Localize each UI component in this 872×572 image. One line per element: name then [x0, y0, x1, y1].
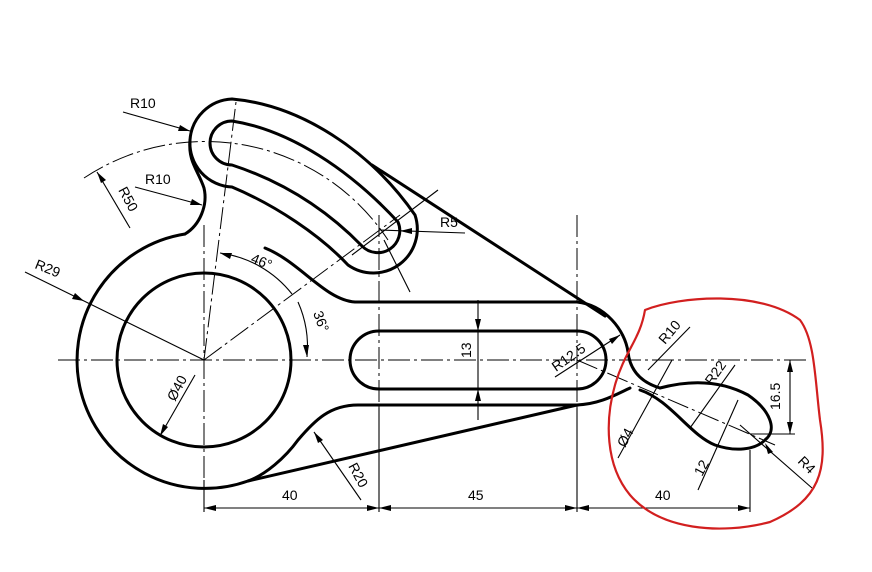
center-lines — [58, 101, 810, 505]
dim-slot-width-13: 13 — [458, 342, 474, 358]
dim-dia40: Ø40 — [164, 372, 191, 403]
dim-angle-36: 36° — [310, 309, 332, 334]
dim-r10-right: R10 — [655, 317, 684, 347]
dim-r12-5: R12.5 — [549, 340, 589, 375]
dim-r5: R5 — [440, 214, 458, 230]
dim-bottom-40-left: 40 — [282, 487, 298, 503]
dim-r4: R4 — [795, 453, 819, 477]
red-annotation-outline — [607, 297, 824, 530]
dim-width-12: 12 — [691, 457, 713, 478]
dim-offset-16-5: 16.5 — [767, 383, 783, 410]
dim-r29: R29 — [33, 256, 63, 281]
dim-bottom-45: 45 — [468, 487, 484, 503]
dim-r10-left: R10 — [145, 171, 171, 187]
dim-dia4: Ø4 — [614, 425, 637, 449]
dim-angle-46: 46° — [249, 250, 275, 273]
dim-bottom-40-right: 40 — [655, 487, 671, 503]
dim-r20: R20 — [345, 460, 371, 490]
part-outline — [75, 97, 773, 490]
dim-r10-top: R10 — [130, 95, 156, 111]
dimension-lines — [24, 111, 813, 512]
